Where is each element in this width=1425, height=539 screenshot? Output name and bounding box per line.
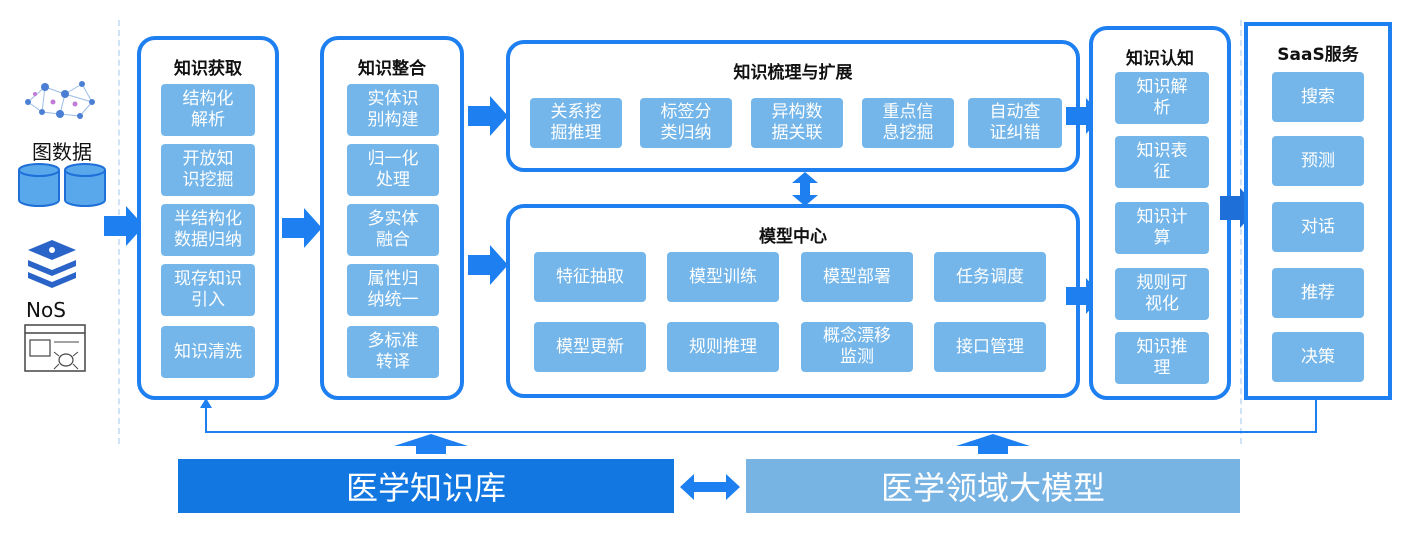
web-crawler-icon [24,324,86,376]
panel-title: 知识整合 [358,59,426,79]
panel-title: 模型中心 [759,227,827,247]
cognition-item[interactable]: 知识计算 [1115,202,1209,254]
panel-knowledge-acquisition: 知识获取 结构化解析 开放知识挖掘 半结构化数据归纳 现存知识引入 知识清洗 [137,36,279,400]
model-center-item[interactable]: 接口管理 [934,322,1046,372]
flow-arrow-icon [282,208,322,248]
bidirectional-arrow-icon [680,474,740,500]
organization-item[interactable]: 关系挖掘推理 [530,98,622,148]
saas-item[interactable]: 决策 [1272,332,1364,382]
flow-arrow-icon [104,206,144,246]
panel-title: 知识梳理与扩展 [733,63,853,83]
organization-item[interactable]: 异构数据关联 [751,98,843,148]
redis-stack-icon [26,240,78,288]
medical-knowledge-base[interactable]: 医学知识库 [178,459,674,513]
cognition-item[interactable]: 知识推理 [1115,332,1209,384]
panel-knowledge-integration: 知识整合 实体识别构建 归一化处理 多实体融合 属性归纳统一 多标准转译 [320,36,464,400]
panel-model-center: 模型中心 特征抽取 模型训练 模型部署 任务调度 模型更新 规则推理 概念漂移监… [506,204,1080,398]
organization-item[interactable]: 重点信息挖掘 [862,98,954,148]
separator-line [1240,20,1242,444]
model-center-item[interactable]: 模型训练 [667,252,779,302]
integration-item[interactable]: 归一化处理 [347,144,439,196]
cognition-item[interactable]: 知识解析 [1115,72,1209,124]
flow-arrow-icon [468,96,508,136]
flow-arrow-icon [468,245,508,285]
panel-title: 知识获取 [174,59,242,79]
model-center-item[interactable]: 模型部署 [801,252,913,302]
model-center-item[interactable]: 规则推理 [667,322,779,372]
acquisition-item[interactable]: 开放知识挖掘 [161,144,255,196]
upward-arrow-icon [956,434,1030,454]
model-center-item[interactable]: 概念漂移监测 [801,322,913,372]
acquisition-item[interactable]: 结构化解析 [161,84,255,136]
cognition-item[interactable]: 规则可视化 [1115,268,1209,320]
nos-label: NoS [26,298,66,322]
integration-item[interactable]: 多标准转译 [347,326,439,378]
acquisition-item[interactable]: 知识清洗 [161,326,255,378]
saas-item[interactable]: 对话 [1272,202,1364,252]
model-center-item[interactable]: 特征抽取 [534,252,646,302]
integration-item[interactable]: 多实体融合 [347,204,439,256]
model-center-item[interactable]: 模型更新 [534,322,646,372]
integration-item[interactable]: 属性归纳统一 [347,264,439,316]
panel-knowledge-cognition: 知识认知 知识解析 知识表征 知识计算 规则可视化 知识推理 [1089,26,1231,400]
saas-item[interactable]: 预测 [1272,136,1364,186]
feedback-loop-line [200,398,1317,433]
cognition-item[interactable]: 知识表征 [1115,136,1209,188]
panel-knowledge-organization: 知识梳理与扩展 关系挖掘推理 标签分类归纳 异构数据关联 重点信息挖掘 自动查证… [506,40,1080,172]
panel-title: SaaS服务 [1277,45,1359,65]
organization-item[interactable]: 自动查证纠错 [968,98,1062,148]
graph-network-icon [20,72,100,132]
upward-arrow-icon [394,434,468,454]
organization-item[interactable]: 标签分类归纳 [640,98,732,148]
acquisition-item[interactable]: 现存知识引入 [161,264,255,316]
model-center-item[interactable]: 任务调度 [934,252,1046,302]
saas-item[interactable]: 推荐 [1272,268,1364,318]
database-icon [16,162,108,208]
bidirectional-arrow-icon [792,172,818,206]
saas-item[interactable]: 搜索 [1272,72,1364,122]
medical-domain-large-model[interactable]: 医学领域大模型 [746,459,1240,513]
panel-saas-services: SaaS服务 搜索 预测 对话 推荐 决策 [1244,22,1392,400]
panel-title: 知识认知 [1126,49,1194,69]
acquisition-item[interactable]: 半结构化数据归纳 [161,204,255,256]
graph-data-label: 图数据 [32,140,92,164]
integration-item[interactable]: 实体识别构建 [347,84,439,136]
